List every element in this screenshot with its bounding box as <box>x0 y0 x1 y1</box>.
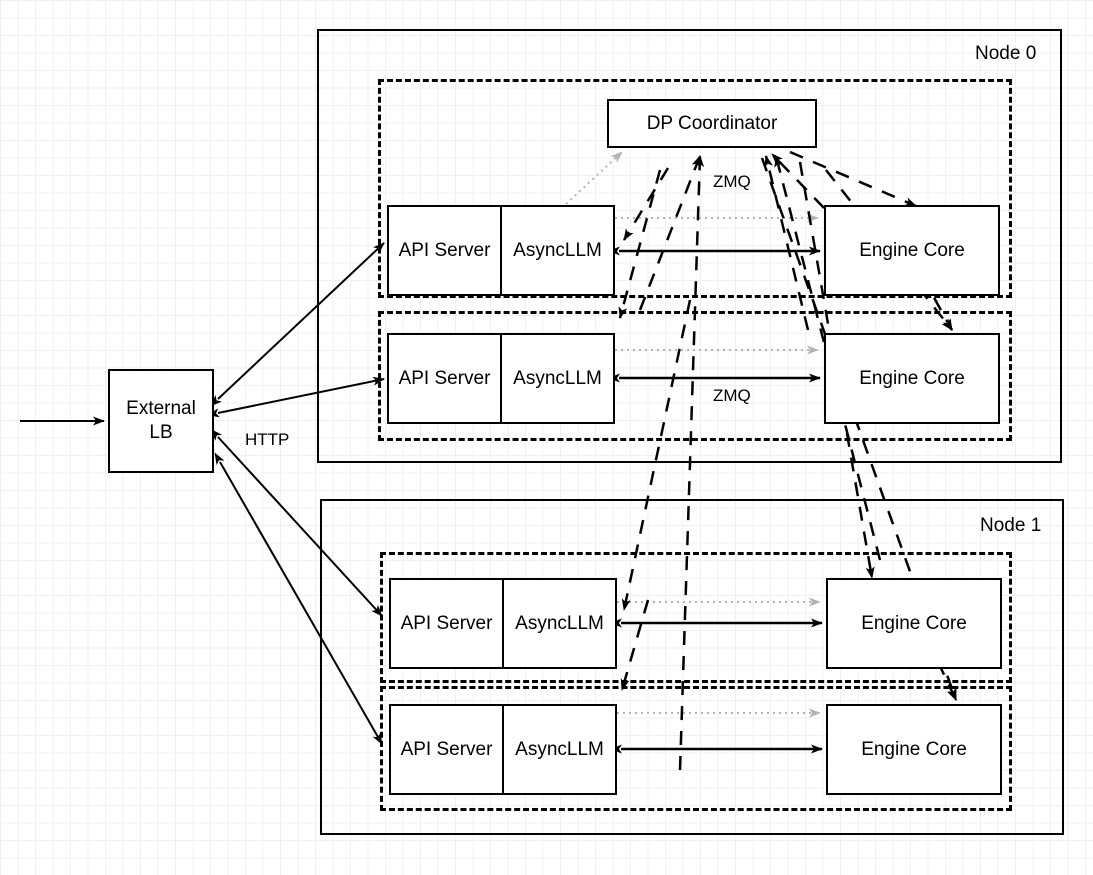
engine-core-node0-1[interactable]: Engine Core <box>824 333 1000 424</box>
async-llm-cell-node0-1[interactable]: AsyncLLM <box>502 335 613 422</box>
edge-enginecore1-coordinator-dashed <box>764 155 810 331</box>
engine-core-node1-0[interactable]: Engine Core <box>826 578 1002 669</box>
api-server-label: API Server <box>398 239 491 261</box>
async-llm-label: AsyncLLM <box>513 239 602 261</box>
engine-core-label: Engine Core <box>859 239 965 261</box>
edge-lb-to-node0-api1 <box>207 376 385 418</box>
edge-enginecore3-coordinator-dashed <box>678 155 705 771</box>
api-server-label: API Server <box>398 367 491 389</box>
async-llm-label: AsyncLLM <box>515 738 604 760</box>
engine-core-label: Engine Core <box>859 367 965 389</box>
api-server-cell-node1-1[interactable]: API Server <box>391 706 504 793</box>
edge-lb-to-node1-api1 <box>214 452 383 745</box>
api-server-label: API Server <box>400 612 493 634</box>
external-lb-label-line2: LB <box>149 422 173 443</box>
zmq-edge-label-top: ZMQ <box>713 172 751 191</box>
api-server-cell-node0-0[interactable]: API Server <box>389 207 502 294</box>
node-label-0: Node 0 <box>975 43 1037 64</box>
edge-coordinator-asyncllm1-dashed <box>618 169 662 319</box>
api-server-group-node0-1[interactable]: API Server AsyncLLM <box>387 333 615 424</box>
engine-core-node0-0[interactable]: Engine Core <box>824 205 1000 296</box>
dp-group-node0-0 <box>378 79 1012 298</box>
edge-asyncllm-coordinator-dashed-a <box>638 155 702 311</box>
dp-group-node1-1 <box>380 686 1012 811</box>
async-llm-label: AsyncLLM <box>515 612 604 634</box>
edge-coordinator-asyncllm2-dashed <box>621 299 692 611</box>
api-server-cell-node1-0[interactable]: API Server <box>391 580 504 667</box>
edge-coordinator-asyncllm3-dashed <box>620 599 650 691</box>
external-lb-box[interactable]: External LB <box>108 369 214 473</box>
async-llm-cell-node0-0[interactable]: AsyncLLM <box>502 207 613 294</box>
api-server-group-node0-0[interactable]: API Server AsyncLLM <box>387 205 615 296</box>
edge-asyncllm0-coordinator-dotted <box>565 151 623 205</box>
external-lb-label-line1: External <box>126 398 196 420</box>
api-server-group-node1-0[interactable]: API Server AsyncLLM <box>389 578 617 669</box>
zmq-edge-label-row2: ZMQ <box>713 386 751 405</box>
http-edge-label: HTTP <box>245 430 290 449</box>
edge-lb-to-node0-api0 <box>209 242 385 407</box>
dp-coordinator-label: DP Coordinator <box>646 112 778 134</box>
api-server-label: API Server <box>400 738 493 760</box>
node-label-1: Node 1 <box>980 515 1042 536</box>
engine-core-label: Engine Core <box>861 738 967 760</box>
api-server-group-node1-1[interactable]: API Server AsyncLLM <box>389 704 617 795</box>
async-llm-cell-node1-0[interactable]: AsyncLLM <box>504 580 615 667</box>
dp-coordinator-box[interactable]: DP Coordinator <box>607 99 817 148</box>
async-llm-cell-node1-1[interactable]: AsyncLLM <box>504 706 615 793</box>
async-llm-label: AsyncLLM <box>513 367 602 389</box>
api-server-cell-node0-1[interactable]: API Server <box>389 335 502 422</box>
engine-core-label: Engine Core <box>861 612 967 634</box>
engine-core-node1-1[interactable]: Engine Core <box>826 704 1002 795</box>
